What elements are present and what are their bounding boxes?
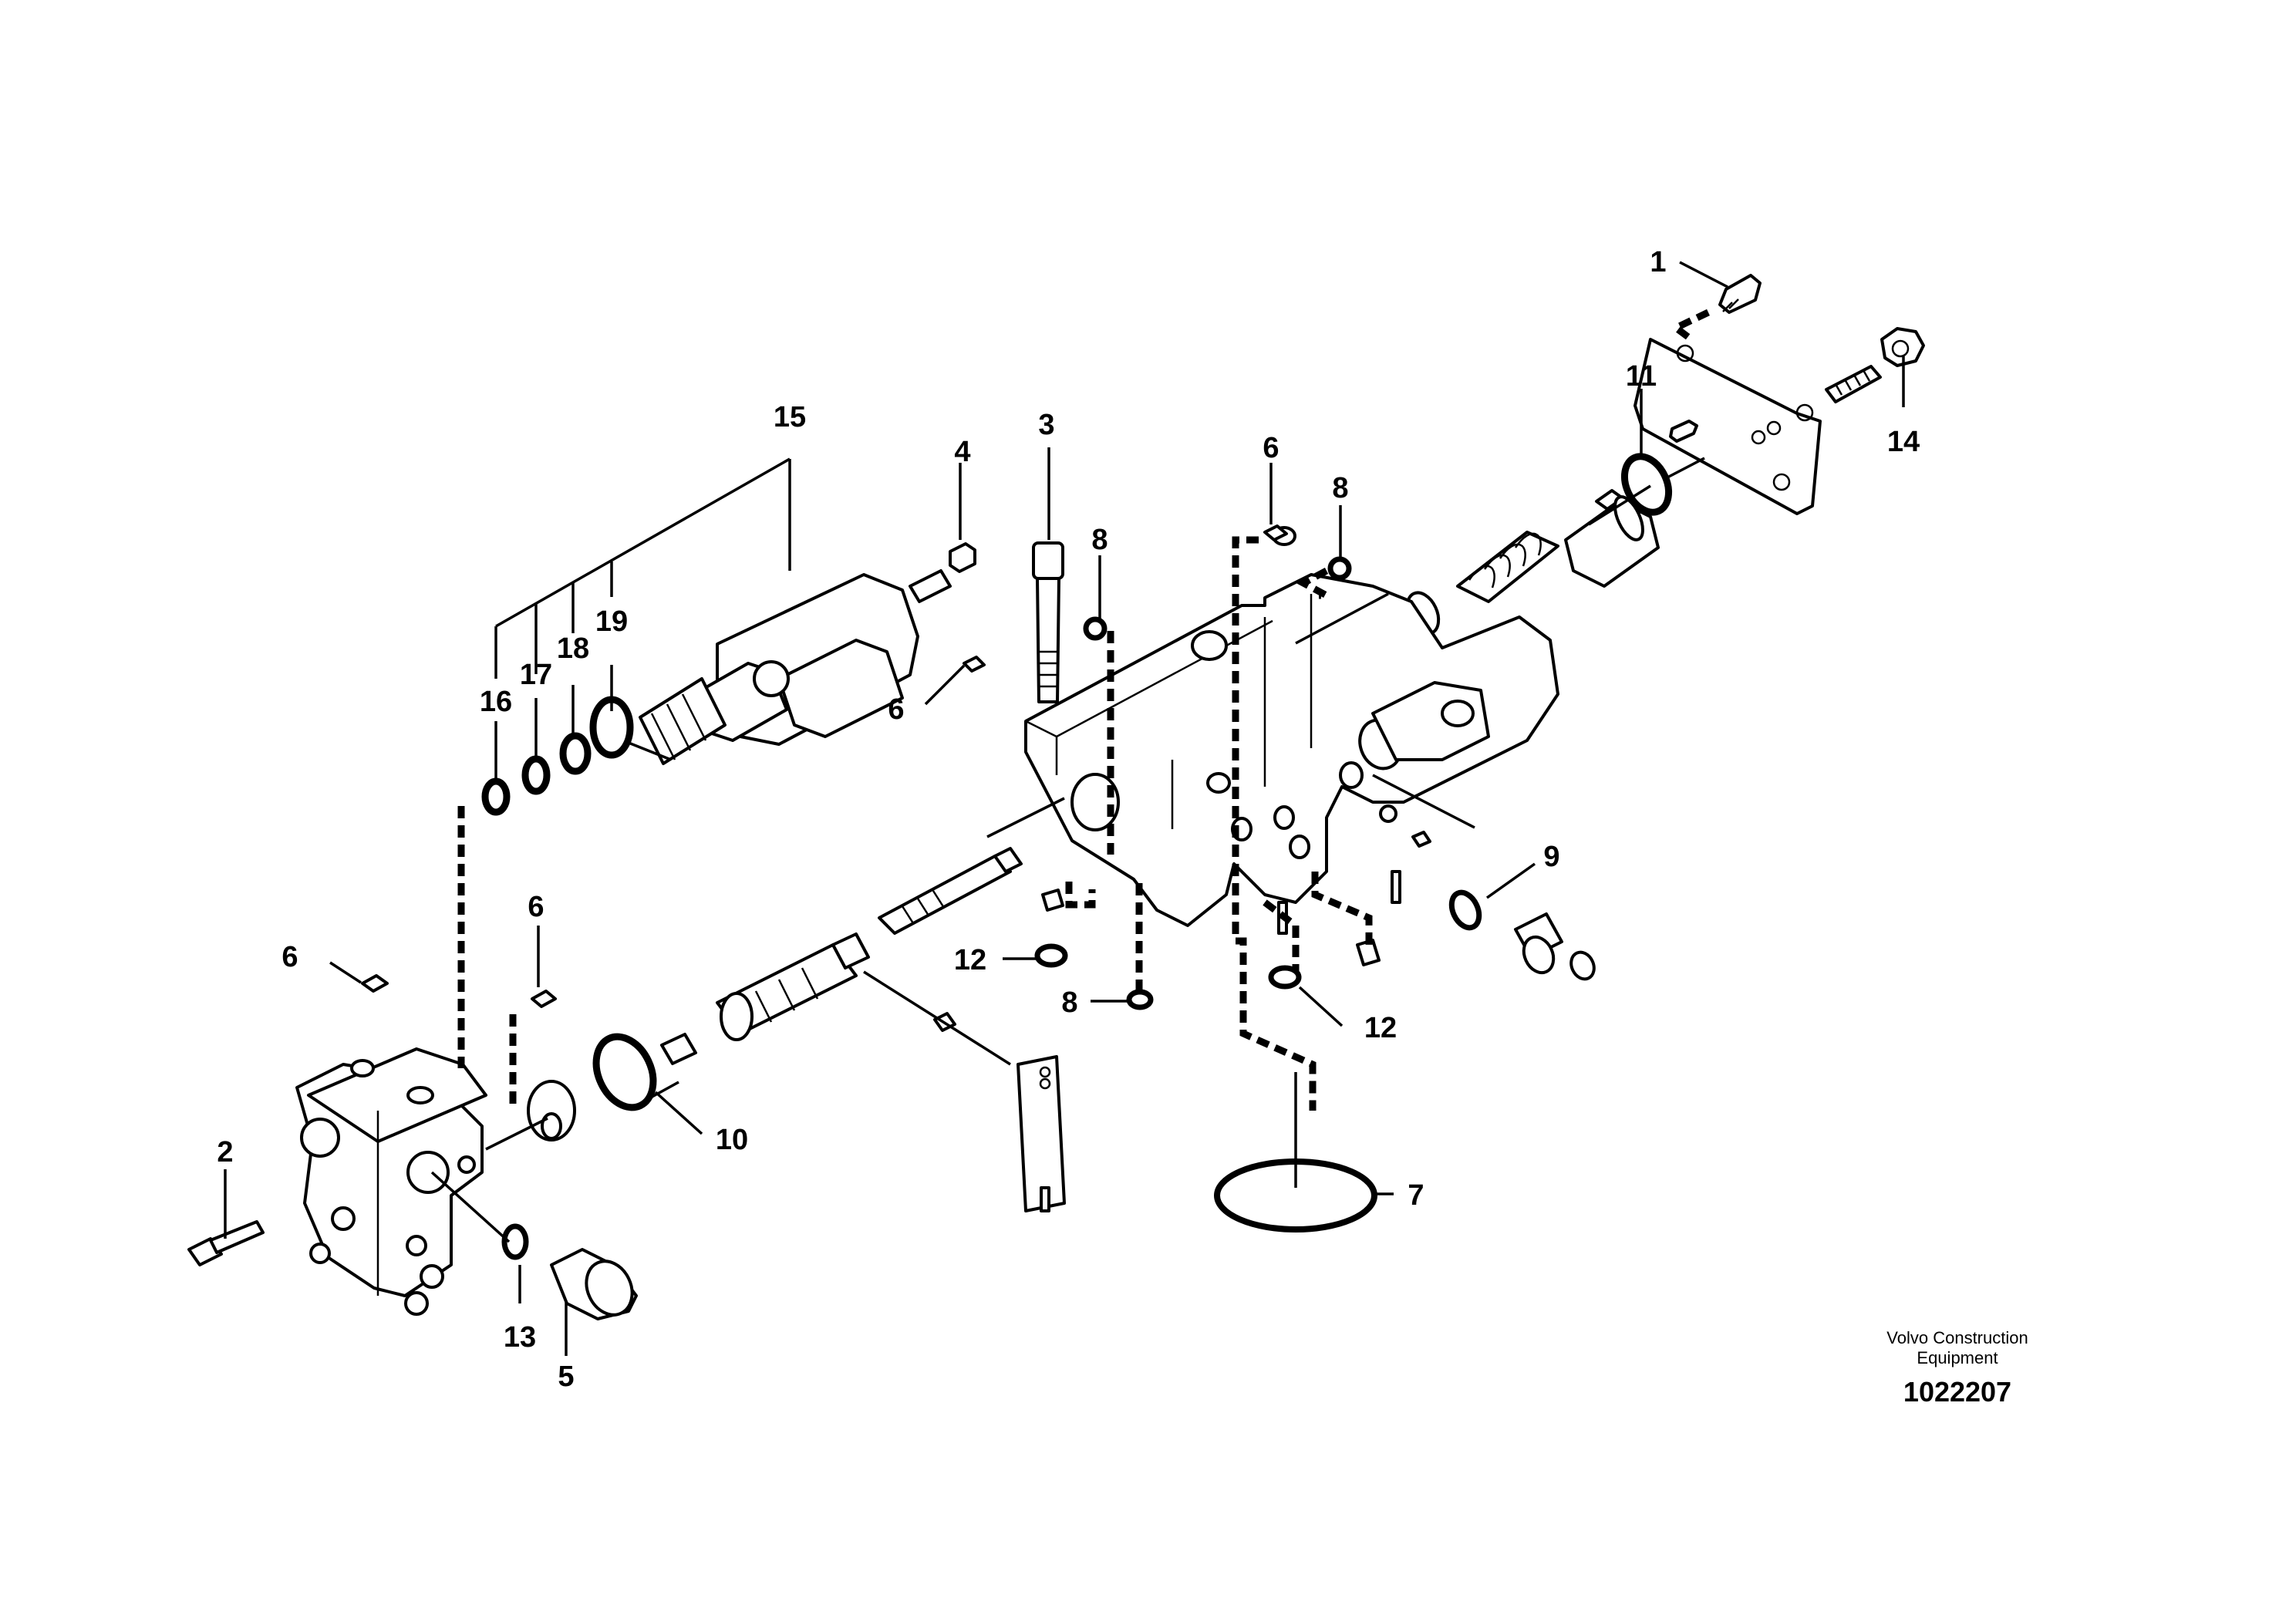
callout-13: 13 — [504, 1321, 536, 1354]
callout-11: 11 — [1626, 360, 1657, 393]
o-ring-part-8c — [1126, 989, 1154, 1010]
callout-9: 9 — [1543, 841, 1559, 873]
bolt-part-4 — [949, 542, 976, 573]
callout-19: 19 — [595, 605, 628, 638]
plug-part-6d — [531, 990, 557, 1008]
dash-line-1 — [1669, 309, 1710, 342]
o-ring-part-12a — [1034, 943, 1068, 968]
brand-line-1: Volvo Construction — [1886, 1328, 2028, 1347]
spring-upper — [1456, 531, 1559, 603]
callout-14: 14 — [1887, 426, 1920, 458]
callout-15: 15 — [774, 401, 806, 433]
o-ring-part-9 — [1448, 889, 1482, 931]
valve-housing-main — [1024, 526, 1559, 935]
o-ring-part-16 — [481, 777, 511, 816]
o-ring-part-8b — [1327, 556, 1352, 581]
bolt-part-2 — [187, 1220, 265, 1266]
plug-part-6a — [963, 656, 986, 673]
callout-8-low: 8 — [1061, 986, 1077, 1019]
callout-5: 5 — [558, 1361, 574, 1393]
callout-6-body: 6 — [528, 891, 544, 923]
callout-4: 4 — [954, 436, 970, 468]
solenoid-valve-part-15 — [639, 569, 952, 765]
callout-6-mid: 6 — [888, 693, 904, 726]
footer-brand: Volvo Construction Equipment 1022207 — [1886, 1328, 2028, 1408]
callout-2: 2 — [217, 1136, 233, 1168]
dash-line-9 — [1311, 872, 1373, 949]
spool-center — [716, 847, 1023, 1041]
plug-part-12a — [1041, 889, 1064, 912]
stud-bolt-part-14 — [1825, 327, 1925, 403]
valve-body-left — [295, 1047, 487, 1316]
callout-12-left: 12 — [954, 944, 986, 976]
callout-3: 3 — [1038, 409, 1054, 441]
callout-18: 18 — [557, 632, 589, 665]
callout-labels: 1 14 11 15 4 3 6 8 8 19 18 17 16 6 6 6 9… — [217, 246, 1920, 1393]
bolt-part-1 — [1718, 274, 1762, 314]
dash-line-6b — [1232, 536, 1317, 1111]
plug-part-6c — [361, 974, 389, 993]
callout-8-top: 8 — [1332, 472, 1348, 504]
callout-7: 7 — [1408, 1179, 1424, 1212]
callout-17: 17 — [520, 659, 552, 691]
callout-8-mid: 8 — [1091, 524, 1108, 556]
figure-number: 1022207 — [1903, 1376, 2011, 1408]
dash-line-12a — [1065, 882, 1096, 909]
o-ring-part-17 — [521, 755, 551, 795]
plug-part-6b — [1263, 524, 1288, 541]
leader-lines — [224, 261, 1905, 1356]
plug-part-9 — [1411, 831, 1596, 981]
callout-1: 1 — [1650, 246, 1666, 278]
plug-small — [660, 1033, 697, 1065]
callout-6-top: 6 — [1263, 432, 1279, 464]
o-ring-part-12b — [1268, 965, 1302, 990]
dash-line-12b — [1263, 899, 1300, 972]
spacer-left — [527, 1080, 576, 1141]
callout-16: 16 — [480, 686, 512, 718]
o-ring-part-13 — [501, 1223, 529, 1260]
o-ring-part-11 — [1620, 453, 1673, 516]
o-ring-part-10 — [592, 1033, 657, 1111]
end-cover-plate — [1633, 338, 1822, 515]
cap-part-5 — [550, 1248, 638, 1320]
o-ring-part-8a — [1083, 616, 1108, 641]
callout-12-right: 12 — [1364, 1012, 1397, 1044]
dash-line-8b — [1296, 568, 1329, 599]
brand-line-2: Equipment — [1917, 1348, 1998, 1367]
callout-10: 10 — [716, 1124, 748, 1156]
bolt-part-3 — [1032, 541, 1064, 703]
actuator-lever — [1017, 1055, 1066, 1212]
piston-upper — [1564, 489, 1660, 588]
callout-6-left: 6 — [282, 941, 298, 973]
o-ring-part-18 — [559, 732, 592, 775]
